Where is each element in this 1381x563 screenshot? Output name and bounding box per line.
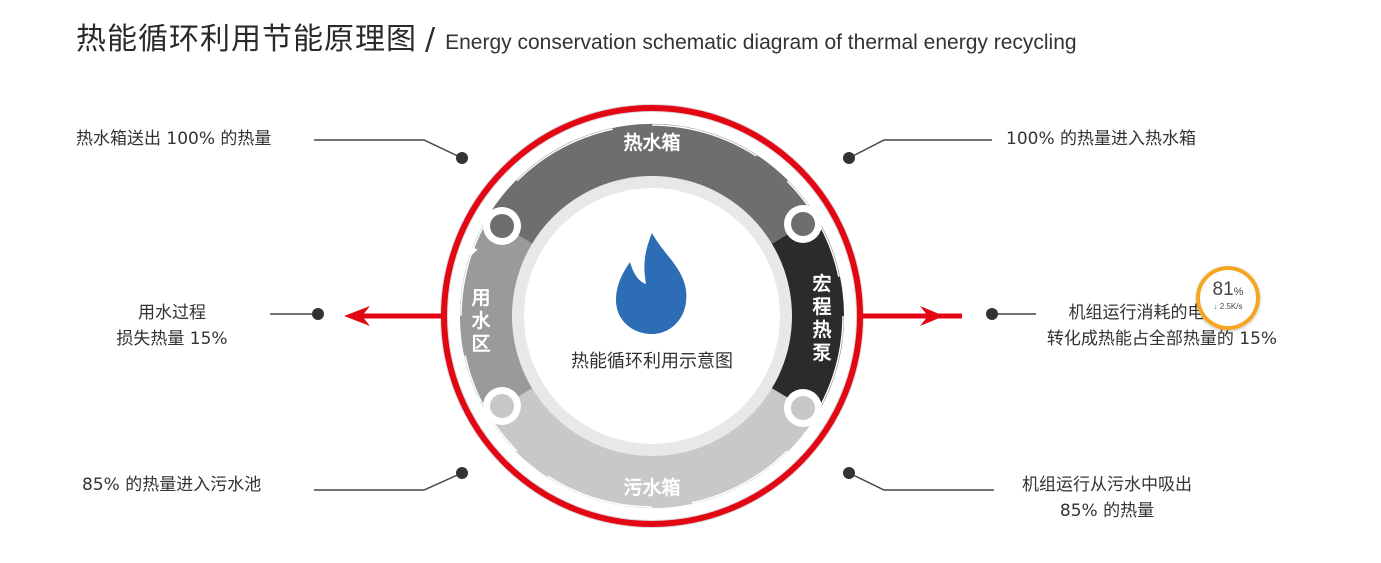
speed-rate: ↓ 2.5K/s xyxy=(1204,302,1252,312)
segment-label-right-char: 泵 xyxy=(812,342,831,364)
segment-label-top: 热水箱 xyxy=(623,131,680,154)
page-title: 热能循环利用节能原理图 / Energy conservation schema… xyxy=(76,14,1077,58)
title-chinese: 热能循环利用节能原理图 xyxy=(76,22,417,57)
speed-percent-sign: % xyxy=(1233,286,1244,298)
segment-label-right: 宏 程 热 泵 xyxy=(812,272,831,364)
callout-dot xyxy=(986,308,998,320)
segment-label-left-char: 用 xyxy=(471,287,490,309)
segment-label-left-char: 区 xyxy=(471,333,490,355)
speed-percent-value: 81 xyxy=(1212,279,1234,300)
label-sewage-input: 85% 的热量进入污水池 xyxy=(82,475,262,495)
center-label: 热能循环利用示意图 xyxy=(571,351,733,372)
flow-arrow xyxy=(472,394,481,409)
label-hot-tank-output: 热水箱送出 100% 的热量 xyxy=(76,129,272,149)
network-speed-widget[interactable]: 81% ↓ 2.5K/s xyxy=(1196,266,1260,330)
flow-ring-inner-line xyxy=(460,124,844,508)
speed-percent: 81% xyxy=(1204,280,1252,302)
callout-dot xyxy=(843,467,855,479)
label-line: 85% 的热量 xyxy=(1059,501,1155,521)
callout-line-bottom-right xyxy=(848,472,994,491)
title-english: Energy conservation schematic diagram of… xyxy=(445,31,1077,54)
label-line: 损失热量 15% xyxy=(116,329,228,349)
puzzle-knob xyxy=(490,214,514,238)
segment-label-right-char: 程 xyxy=(812,296,831,318)
callout-line-top-right xyxy=(848,139,992,159)
callout-dot xyxy=(312,308,324,320)
segment-label-bottom: 污水箱 xyxy=(623,476,680,499)
puzzle-knob xyxy=(791,396,815,420)
speed-widget-inner: 81% ↓ 2.5K/s xyxy=(1204,274,1252,322)
segment-label-left: 用 水 区 xyxy=(471,287,491,355)
callout-dot xyxy=(456,152,468,164)
label-line: 用水过程 xyxy=(138,303,206,323)
segment-label-right-char: 热 xyxy=(812,318,831,341)
heat-input-arrowhead xyxy=(920,306,944,326)
callout-dot xyxy=(843,152,855,164)
flow-arrow xyxy=(469,241,478,257)
label-sewage-absorb: 机组运行从污水中吸出 85% 的热量 xyxy=(1000,472,1214,524)
flame-icon xyxy=(616,233,687,334)
segment-label-right-char: 宏 xyxy=(812,272,831,295)
speed-rate-value: 2.5K/s xyxy=(1219,302,1243,311)
label-line: 转化成热能占全部热量的 15% xyxy=(1046,329,1278,349)
flow-arrow xyxy=(830,237,839,253)
segment-label-left-char: 水 xyxy=(471,310,491,332)
callout-line-bottom-left xyxy=(314,472,463,491)
puzzle-knob xyxy=(490,394,514,418)
label-hot-tank-input: 100% 的热量进入热水箱 xyxy=(1006,129,1197,149)
heat-loss-arrowhead xyxy=(344,306,370,326)
puzzle-knob xyxy=(791,212,815,236)
title-separator: / xyxy=(425,22,436,57)
label-water-use-loss: 用水过程 损失热量 15% xyxy=(100,300,244,352)
callout-line-top-left xyxy=(314,139,463,159)
label-line: 机组运行从污水中吸出 xyxy=(1022,475,1192,495)
callout-dot xyxy=(456,467,468,479)
download-arrow-icon: ↓ xyxy=(1213,302,1218,311)
